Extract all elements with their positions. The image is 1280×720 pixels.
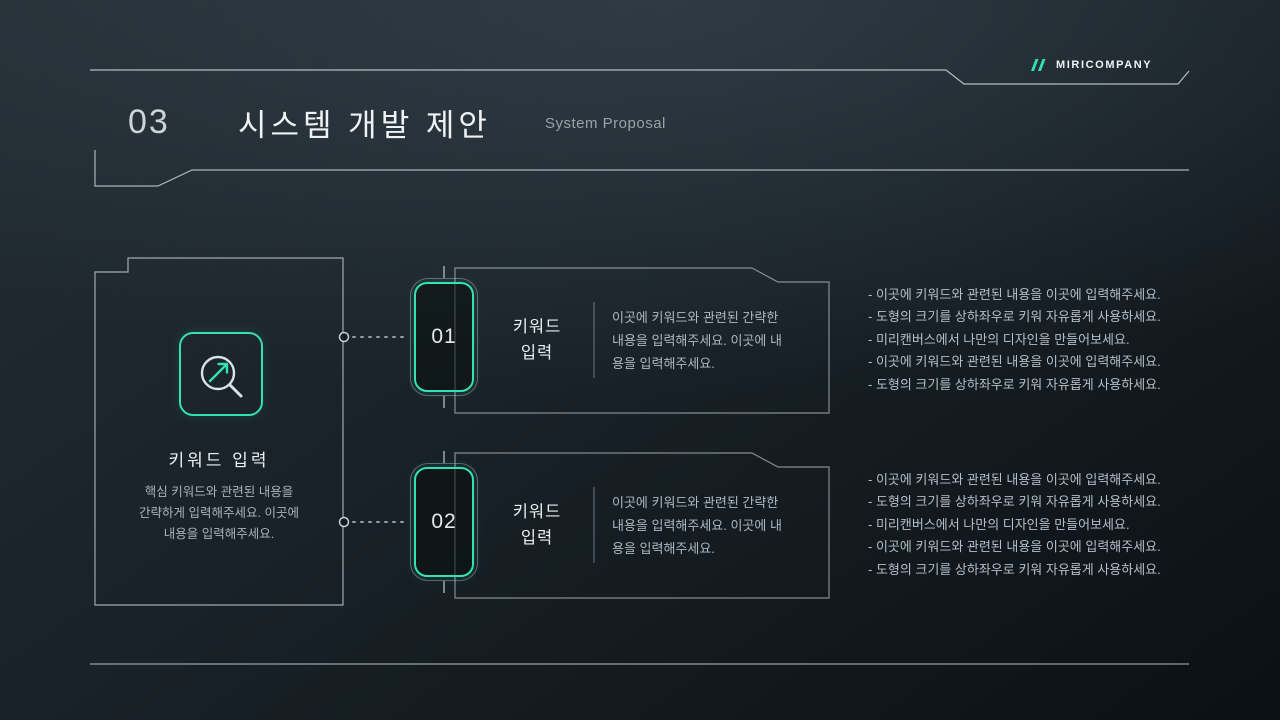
step2-badge: 02 [410, 463, 478, 581]
header-underline [94, 150, 1189, 187]
page-subtitle: System Proposal [545, 115, 666, 132]
step2-label-line: 입력 [520, 529, 554, 547]
brand-logo: MIRICOMPANY [1030, 57, 1152, 73]
step2-body-line: 이곳에 키워드와 관련된 간략한 [612, 495, 779, 510]
left-card-desc-line: 간략하게 입력해주세요. 이곳에 [139, 506, 299, 520]
keyword-icon-frame [179, 332, 263, 416]
section-number: 03 [128, 103, 170, 141]
left-card-title: 키워드 입력 [168, 451, 270, 470]
bullet-item: - 도형의 크기를 상하좌우로 키워 자유롭게 사용하세요. [868, 561, 1161, 577]
step2-body-line: 용을 입력해주세요. [612, 541, 715, 556]
brand-logo-icon [1031, 59, 1046, 71]
step1-label-line: 입력 [520, 344, 554, 362]
step2-number: 02 [414, 467, 474, 577]
left-card-outline [94, 257, 344, 606]
connector1-dot [338, 331, 350, 343]
step1-body: 이곳에 키워드와 관련된 간략한 내용을 입력해주세요. 이곳에 내 용을 입력… [612, 306, 828, 375]
step2-label: 키워드 입력 [481, 499, 593, 551]
bullet-item: - 미리캔버스에서 나만의 디자인을 만들어보세요. [868, 516, 1130, 532]
step2-label-line: 키워드 [512, 503, 562, 521]
left-card-description: 핵심 키워드와 관련된 내용을 간략하게 입력해주세요. 이곳에 내용을 입력해… [105, 482, 333, 545]
bullet-item: - 이곳에 키워드와 관련된 내용을 이곳에 입력해주세요. [868, 539, 1161, 555]
step2-body-line: 내용을 입력해주세요. 이곳에 내 [612, 518, 782, 533]
step1-body-line: 내용을 입력해주세요. 이곳에 내 [612, 333, 782, 348]
bullet-item: - 도형의 크기를 상하좌우로 키워 자유롭게 사용하세요. [868, 494, 1161, 510]
magnifier-trend-icon [200, 355, 243, 398]
step1-bullet-list: - 이곳에 키워드와 관련된 내용을 이곳에 입력해주세요. - 도형의 크기를… [868, 284, 1188, 396]
bullet-item: - 도형의 크기를 상하좌우로 키워 자유롭게 사용하세요. [868, 376, 1161, 392]
left-card-desc-line: 핵심 키워드와 관련된 내용을 [144, 485, 294, 499]
step1-label-line: 키워드 [512, 318, 562, 336]
connector2-dot [338, 516, 350, 528]
bullet-item: - 이곳에 키워드와 관련된 내용을 이곳에 입력해주세요. [868, 472, 1161, 487]
step1-body-line: 용을 입력해주세요. [612, 356, 715, 371]
step1-label: 키워드 입력 [481, 314, 593, 366]
step1-body-line: 이곳에 키워드와 관련된 간략한 [612, 310, 779, 325]
step2-bullet-list: - 이곳에 키워드와 관련된 내용을 이곳에 입력해주세요. - 도형의 크기를… [868, 469, 1188, 581]
page-title: 시스템 개발 제안 [238, 108, 491, 143]
step2-body: 이곳에 키워드와 관련된 간략한 내용을 입력해주세요. 이곳에 내 용을 입력… [612, 491, 828, 560]
bullet-item: - 도형의 크기를 상하좌우로 키워 자유롭게 사용하세요. [868, 309, 1161, 325]
step1-number: 01 [414, 282, 474, 392]
left-card-desc-line: 내용을 입력해주세요. [163, 527, 275, 541]
brand-name: MIRICOMPANY [1056, 59, 1153, 71]
step1-badge: 01 [410, 278, 478, 396]
bullet-item: - 미리캔버스에서 나만의 디자인을 만들어보세요. [868, 331, 1130, 347]
top-divider-line [90, 69, 1190, 85]
bullet-item: - 이곳에 키워드와 관련된 내용을 이곳에 입력해주세요. [868, 287, 1161, 302]
bullet-item: - 이곳에 키워드와 관련된 내용을 이곳에 입력해주세요. [868, 354, 1161, 370]
